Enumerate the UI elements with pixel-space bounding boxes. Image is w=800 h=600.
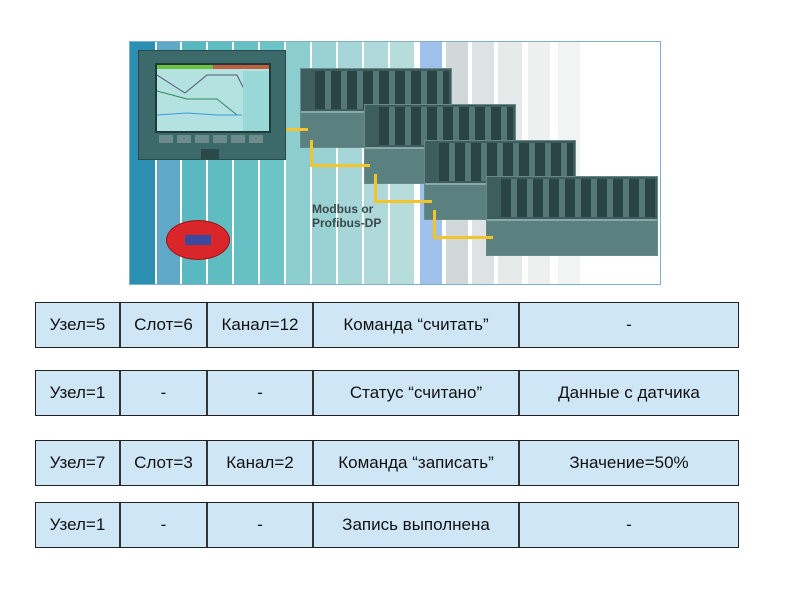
bus-cable bbox=[310, 140, 313, 166]
trend-screen bbox=[155, 63, 271, 133]
bus-cable bbox=[374, 174, 377, 202]
bus-cable bbox=[310, 164, 370, 167]
message-row: Узел=1 - - Статус “считано” Данные с дат… bbox=[35, 370, 739, 416]
node-cell: Узел=7 bbox=[36, 441, 121, 485]
data-cell: - bbox=[626, 315, 632, 334]
bus-cable bbox=[374, 200, 432, 203]
data-cell: - bbox=[626, 515, 632, 534]
command-cell: Статус “считано” bbox=[314, 371, 520, 415]
network-diagram-image: Modbus or Profibus-DP bbox=[129, 41, 661, 285]
slot-cell: Слот=6 bbox=[121, 303, 208, 347]
message-row: Узел=1 - - Запись выполнена - bbox=[35, 502, 739, 548]
message-row: Узел=5 Слот=6 Канал=12 Команда “считать”… bbox=[35, 302, 739, 348]
bus-cable bbox=[286, 128, 308, 131]
network-label-line1: Modbus or bbox=[312, 202, 374, 216]
company-logo bbox=[166, 220, 230, 260]
command-cell: Команда “считать” bbox=[314, 303, 520, 347]
message-row: Узел=7 Слот=3 Канал=2 Команда “записать”… bbox=[35, 440, 739, 486]
node-cell: Узел=1 bbox=[36, 371, 121, 415]
slot-cell: - bbox=[121, 371, 208, 415]
bus-cable bbox=[433, 210, 436, 238]
slot-cell: - bbox=[121, 503, 208, 547]
channel-cell: Канал=2 bbox=[208, 441, 314, 485]
node-cell: Узел=5 bbox=[36, 303, 121, 347]
data-cell: Значение=50% bbox=[569, 453, 689, 472]
channel-cell: Канал=12 bbox=[208, 303, 314, 347]
channel-cell: - bbox=[208, 503, 314, 547]
network-label: Modbus or Profibus-DP bbox=[312, 202, 381, 230]
io-rack bbox=[486, 176, 658, 256]
function-keys bbox=[159, 135, 267, 143]
bus-cable bbox=[433, 236, 493, 239]
command-cell: Запись выполнена bbox=[314, 503, 520, 547]
panel-stand bbox=[201, 149, 219, 159]
channel-cell: - bbox=[208, 371, 314, 415]
data-cell: Данные с датчика bbox=[558, 383, 700, 402]
network-label-line2: Profibus-DP bbox=[312, 216, 382, 230]
operator-panel bbox=[138, 50, 286, 160]
slot-cell: Слот=3 bbox=[121, 441, 208, 485]
command-cell: Команда “записать” bbox=[314, 441, 520, 485]
node-cell: Узел=1 bbox=[36, 503, 121, 547]
